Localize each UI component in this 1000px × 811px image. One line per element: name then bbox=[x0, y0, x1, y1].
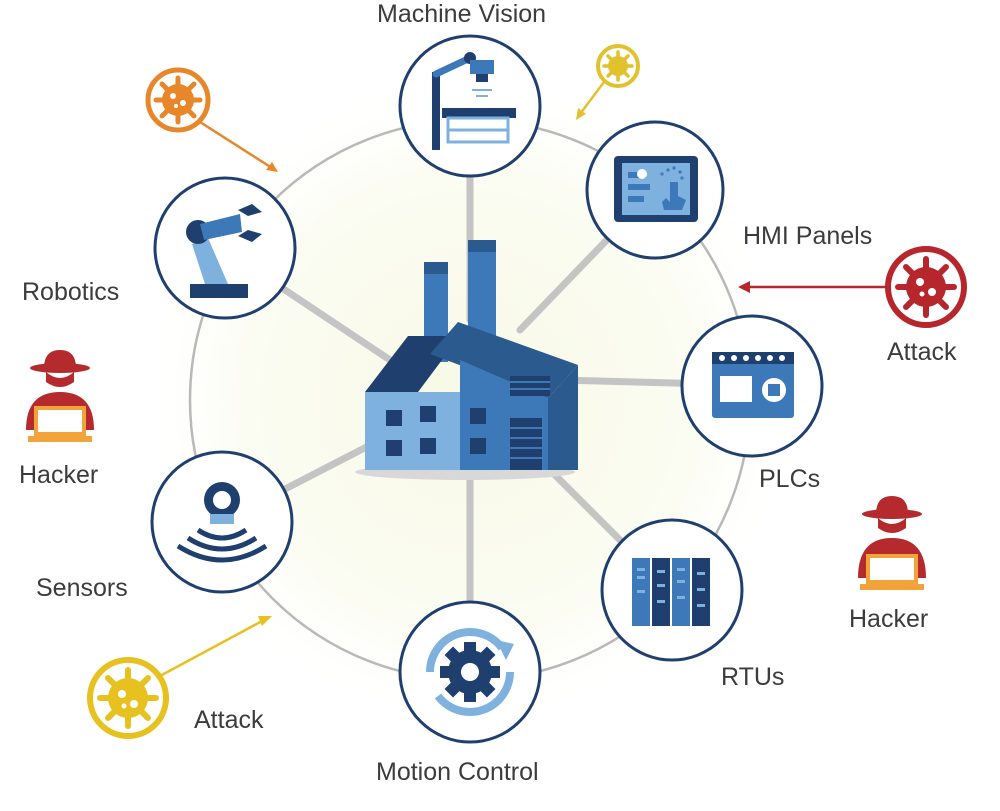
node-sensors bbox=[150, 450, 294, 594]
label-attack-right: Attack bbox=[887, 338, 957, 366]
hmi-panel-icon bbox=[614, 156, 698, 222]
label-motion-control: Motion Control bbox=[376, 758, 539, 786]
label-hacker-right: Hacker bbox=[849, 605, 929, 633]
node-motion-control bbox=[398, 600, 542, 744]
label-hacker-left: Hacker bbox=[19, 461, 99, 489]
gear-icon bbox=[426, 628, 514, 716]
plc-icon bbox=[712, 352, 794, 418]
hacker-left-icon bbox=[26, 350, 94, 442]
factory-icon bbox=[355, 240, 578, 480]
node-hmi-panels bbox=[585, 120, 725, 260]
label-machine-vision: Machine Vision bbox=[377, 0, 547, 28]
node-machine-vision bbox=[398, 34, 542, 178]
node-plcs bbox=[680, 314, 824, 458]
robot-arm-icon bbox=[186, 204, 262, 298]
label-attack-bottom: Attack bbox=[194, 706, 264, 734]
sensor-icon bbox=[176, 482, 268, 563]
label-hmi-panels: HMI Panels bbox=[743, 222, 873, 250]
label-sensors: Sensors bbox=[36, 574, 128, 602]
attack-virus-yellow-small bbox=[576, 44, 640, 120]
machine-vision-icon bbox=[432, 52, 516, 150]
node-robotics bbox=[153, 176, 297, 320]
label-plcs: PLCs bbox=[759, 465, 821, 493]
hacker-right-icon bbox=[858, 496, 926, 590]
attack-virus-yellow-large bbox=[87, 616, 272, 739]
attack-virus-red bbox=[738, 246, 967, 328]
node-rtus bbox=[600, 518, 744, 662]
attack-virus-orange bbox=[145, 67, 278, 172]
label-robotics: Robotics bbox=[22, 278, 120, 306]
rtu-icon bbox=[632, 558, 710, 626]
label-rtus: RTUs bbox=[721, 663, 785, 691]
